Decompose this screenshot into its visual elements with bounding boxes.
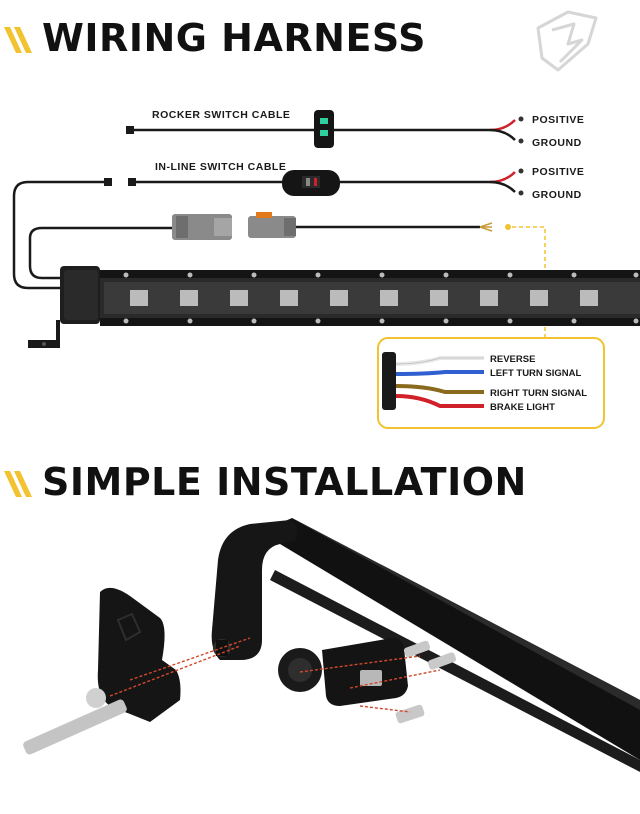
yellow-stripes-icon [2,465,38,499]
rocker-switch-label: ROCKER SWITCH CABLE [152,109,290,121]
inset-reverse-label: REVERSE [490,354,535,365]
inset-brake-label: BRAKE LIGHT [490,402,555,413]
inset-left-turn-label: LEFT TURN SIGNAL [490,368,581,379]
inline-switch-icon [282,170,340,196]
wiring-diagram: ROCKER SWITCH CABLE POSITIVE GROUND IN-L… [12,109,640,429]
connector-plug-icon [172,212,296,240]
inline-switch-label: IN-LINE SWITCH CABLE [155,161,286,173]
yellow-stripes-icon [2,21,38,55]
led-light-bar [28,266,640,348]
rocker-switch-icon [314,110,334,148]
wiring-harness-title: WIRING HARNESS [42,16,426,60]
mounting-bolt-icon [23,638,457,755]
rocker-positive-label: POSITIVE [532,114,584,126]
rocker-ground-label: GROUND [532,137,582,149]
inline-positive-label: POSITIVE [532,166,584,178]
installation-diagram [23,518,640,772]
inset-right-turn-label: RIGHT TURN SIGNAL [490,388,587,399]
inline-ground-label: GROUND [532,189,582,201]
wiring-harness-heading: WIRING HARNESS [2,18,426,58]
brand-logo-icon [536,10,598,72]
light-bar-body [260,518,640,772]
clamp-bracket [211,520,298,660]
simple-installation-title: SIMPLE INSTALLATION [42,460,527,504]
turn-signal-inset: REVERSE LEFT TURN SIGNAL RIGHT TURN SIGN… [377,337,605,429]
loose-clamp [97,587,181,722]
simple-installation-heading: SIMPLE INSTALLATION [2,462,527,502]
